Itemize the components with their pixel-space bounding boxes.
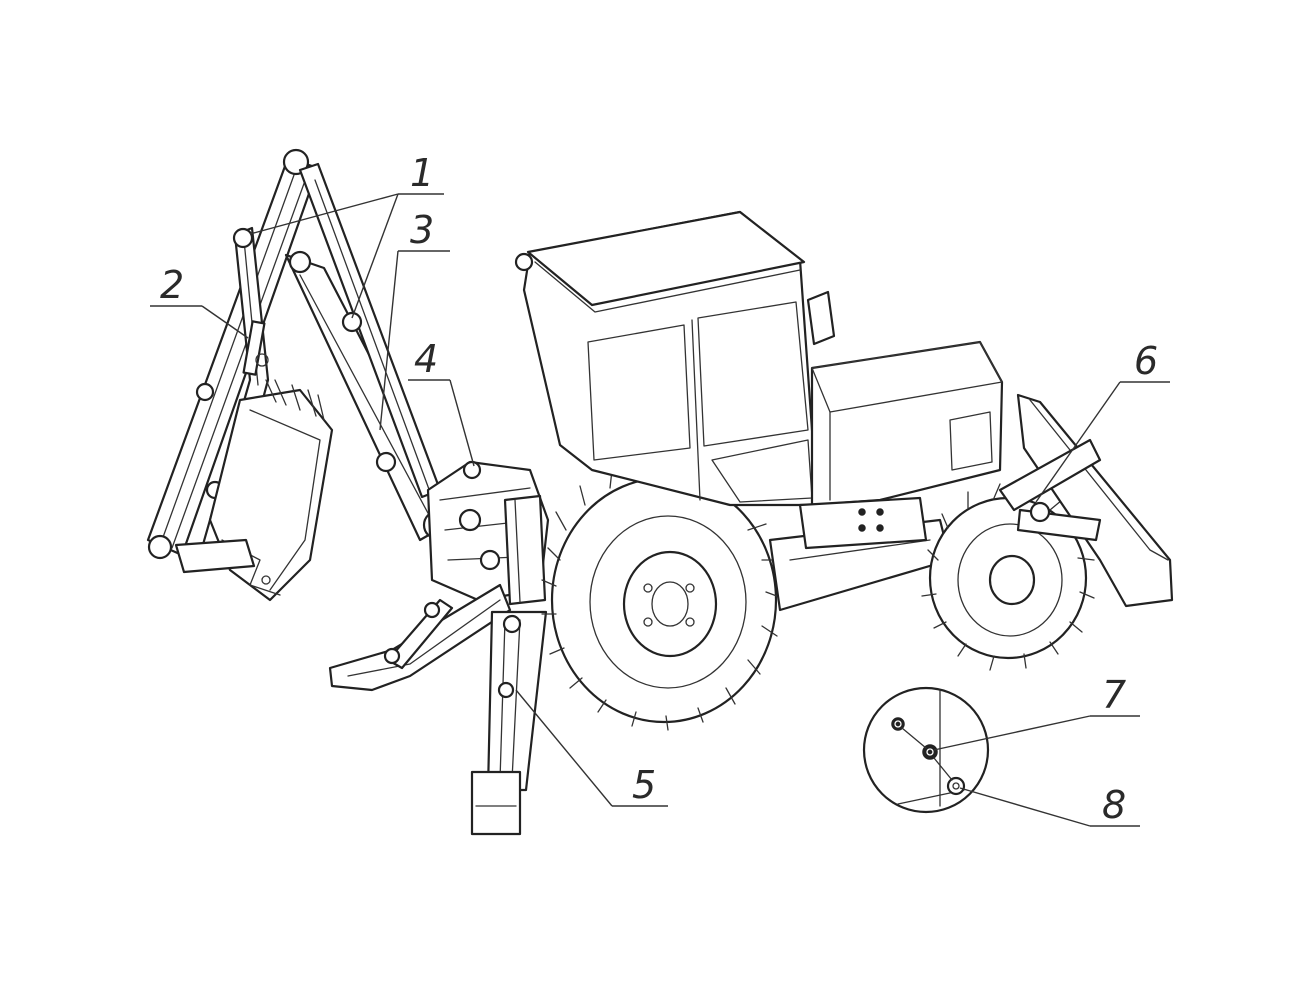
- front-wheel: [921, 483, 1095, 671]
- callout-label-2: 2: [160, 263, 184, 307]
- callout-5: 5: [515, 689, 668, 807]
- dozer-blade: [998, 393, 1174, 608]
- callout-2: 2: [150, 263, 249, 339]
- callout-4: 4: [408, 337, 475, 467]
- callout-label-8: 8: [1102, 783, 1126, 827]
- callout-label-5: 5: [632, 763, 656, 807]
- detail-view: [862, 686, 990, 814]
- hood: [810, 340, 1004, 507]
- callout-label-7: 7: [1102, 673, 1126, 717]
- callout-1: 1: [249, 151, 444, 319]
- swing-frame: [426, 460, 550, 606]
- callout-label-6: 6: [1134, 339, 1158, 383]
- callout-3: 3: [379, 208, 450, 431]
- cab: [514, 210, 836, 507]
- backhoe-boom: [146, 148, 457, 602]
- left-stabilizer: [328, 583, 512, 692]
- callout-label-1: 1: [410, 151, 434, 195]
- rear-wheel: [541, 461, 783, 731]
- callout-label-3: 3: [410, 208, 434, 252]
- right-stabilizer: [470, 610, 548, 836]
- callout-7: 7: [933, 673, 1140, 751]
- chassis: [768, 496, 952, 612]
- callout-label-4: 4: [414, 337, 438, 381]
- callout-8: 8: [959, 783, 1140, 827]
- callout-6: 6: [1035, 339, 1170, 503]
